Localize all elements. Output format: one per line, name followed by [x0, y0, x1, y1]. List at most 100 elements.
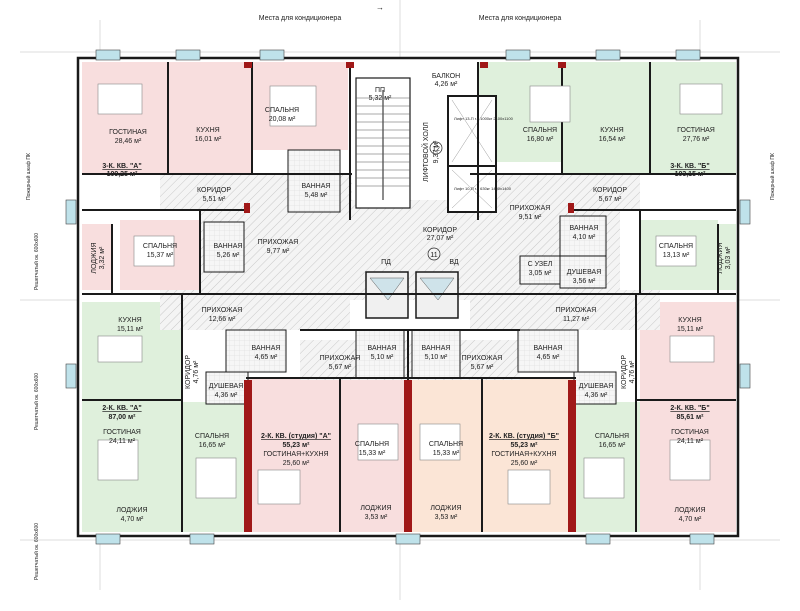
marker-12-text: 12 [432, 146, 440, 153]
room-label: ВАННАЯ [368, 345, 397, 352]
room-area: 5,10 м² [425, 354, 448, 361]
lift2-label: Лифт 10-П г.п 630кг 1400х1400 [454, 186, 512, 191]
room-label: ЛОДЖИЯ [91, 242, 98, 273]
room-label: ГОСТИНАЯ [677, 127, 715, 134]
room-label: ПРИХОЖАЯ [510, 205, 551, 212]
room-area: 4,76 м² [193, 360, 200, 383]
room-area: 28,46 м² [115, 138, 142, 145]
room-area: 3,05 м² [529, 270, 552, 277]
room-area: 4,65 м² [537, 354, 560, 361]
room-area: 5,67 м² [329, 364, 352, 371]
apt-title-a1: 3-К. КВ. "А" [102, 163, 141, 170]
room-label: ВАННАЯ [252, 345, 281, 352]
apt-area-a1: 109,25 м² [107, 171, 139, 178]
room-area: 9,51 м² [519, 214, 542, 221]
apt-studio-a-fill [246, 378, 340, 532]
lift-hall-label: ЛИФТОВОЙ ХОЛЛ [421, 122, 430, 182]
side-note-3: Решетчатый ок. 600х600 [33, 233, 40, 290]
room-label: ДУШЕВАЯ [567, 269, 602, 276]
pd-label: ПД [381, 259, 391, 266]
marker-11 [427, 247, 441, 261]
room-label: ДУШЕВАЯ [209, 383, 244, 390]
room-label: КУХНЯ [678, 317, 701, 324]
room-area: 15,33 м² [433, 450, 460, 457]
room-area: 16,01 м² [195, 136, 222, 143]
lift-hall-area: 9,37 м² [433, 140, 440, 163]
room-label: КУХНЯ [118, 317, 141, 324]
room-area: 3,03 м² [725, 246, 732, 269]
room-label: ПРИХОЖАЯ [258, 239, 299, 246]
room-area: 24,11 м² [677, 438, 704, 445]
room-label: СПАЛЬНЯ [143, 243, 177, 250]
room-area: 20,08 м² [269, 116, 296, 123]
side-note-2: Пожарный шкаф ПК [769, 153, 776, 200]
room-label: ГОСТИНАЯ [671, 429, 709, 436]
staircase [355, 77, 411, 209]
room-area: 27,76 м² [683, 136, 710, 143]
room-area: 25,60 м² [283, 460, 310, 467]
room-label: ЛОДЖИЯ [116, 507, 147, 514]
red-walls [244, 62, 576, 532]
room-label: ГОСТИНАЯ [103, 429, 141, 436]
room-label: ВАННАЯ [422, 345, 451, 352]
room-area: 5,51 м² [203, 196, 226, 203]
room-label: КОРИДОР [621, 355, 628, 389]
room-area: 15,33 м² [359, 450, 386, 457]
room-area: 15,37 м² [147, 252, 174, 259]
room-area: 5,67 м² [471, 364, 494, 371]
room-area: 16,65 м² [599, 442, 626, 449]
apartment-fills [82, 62, 736, 532]
apt-title-a2: 3-К. КВ. "Б" [670, 163, 709, 170]
room-area: 25,60 м² [511, 460, 538, 467]
lift1-label: Лифт 13-П г.п 1000кг 2100х1100 [454, 116, 514, 121]
room-area: 5,10 м² [371, 354, 394, 361]
apt-title-a3: 2-К. КВ. "А" [102, 405, 141, 412]
room-area: 4,70 м² [679, 516, 702, 523]
room-label: КУХНЯ [196, 127, 219, 134]
room-label: СПАЛЬНЯ [355, 441, 389, 448]
room-area: 5,48 м² [305, 192, 328, 199]
apt-area-a5: 55,23 м² [511, 442, 539, 449]
room-area: 5,67 м² [599, 196, 622, 203]
room-label: СПАЛЬНЯ [659, 243, 693, 250]
pp-area: 5,32 м² [369, 95, 392, 102]
room-area: 13,13 м² [663, 252, 690, 259]
room-area: 16,54 м² [599, 136, 626, 143]
apt-area-a2: 103,15 м² [675, 171, 707, 178]
balcony-label: БАЛКОН [432, 73, 460, 80]
room-label: ВАННАЯ [302, 183, 331, 190]
room-label: ГОСТИНАЯ [109, 129, 147, 136]
room-label: ВАННАЯ [214, 243, 243, 250]
room-area: 5,26 м² [217, 252, 240, 259]
room-area: 9,77 м² [267, 248, 290, 255]
apartment-titles: 3-К. КВ. "А" 109,25 м² 3-К. КВ. "Б" 103,… [102, 163, 709, 449]
corridor-area: 27,07 м² [427, 235, 454, 242]
apt-area-a6: 85,61 м² [677, 414, 705, 421]
room-label: СПАЛЬНЯ [523, 127, 557, 134]
room-label: ДУШЕВАЯ [579, 383, 614, 390]
apt-title-a4: 2-К. КВ. (студия) "А" [261, 433, 331, 440]
room-label: ПРИХОЖАЯ [320, 355, 361, 362]
room-area: 4,70 м² [121, 516, 144, 523]
room-area: 15,11 м² [677, 326, 704, 333]
room-area: 15,11 м² [117, 326, 144, 333]
apt-area-a4: 55,23 м² [283, 442, 311, 449]
windows [65, 49, 751, 545]
room-label: СПАЛЬНЯ [195, 433, 229, 440]
room-area: 3,53 м² [365, 514, 388, 521]
side-note-4: Решетчатый ок. 600х600 [33, 373, 40, 430]
room-area: 16,80 м² [527, 136, 554, 143]
marker-11-text: 11 [430, 252, 437, 259]
furniture [97, 83, 723, 505]
balcony-area: 4,26 м² [435, 81, 458, 88]
corridor-label: КОРИДОР [423, 227, 457, 234]
vd-label: ВД [449, 259, 459, 266]
apt-title-a6: 2-К. КВ. "Б" [670, 405, 709, 412]
room-label: ПРИХОЖАЯ [202, 307, 243, 314]
room-label: КОРИДОР [185, 355, 192, 389]
room-label: ГОСТИНАЯ+КУХНЯ [491, 451, 556, 458]
lift-shafts [447, 95, 497, 213]
room-area: 3,32 м² [99, 246, 106, 269]
top-note-left: Места для кондиционера [259, 15, 342, 22]
room-area: 16,65 м² [199, 442, 226, 449]
